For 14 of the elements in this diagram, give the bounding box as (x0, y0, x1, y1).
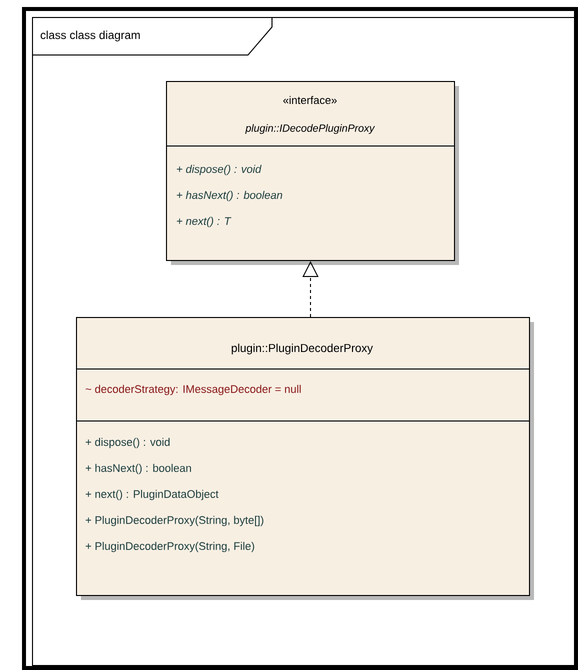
stereotype-label: «interface» (283, 96, 337, 104)
operation-text: + hasNext() : boolean (176, 190, 282, 202)
operation-text: + dispose() : void (176, 164, 262, 176)
operation-text: + next() : T (176, 216, 232, 228)
class-box (166, 81, 459, 265)
operation-text: + PluginDecoderProxy(String, File) (86, 542, 254, 552)
class-box (76, 317, 534, 600)
attribute-text: ~ decoderStrategy: IMessageDecoder = null (86, 384, 301, 396)
operation-text: + next() : PluginDataObject (86, 490, 218, 500)
interface-name: plugin::IDecodePluginProxy (245, 124, 375, 134)
operation-text: + dispose() : void (86, 438, 170, 448)
operation-text: + PluginDecoderProxy(String, byte[]) (86, 516, 264, 526)
class-name: plugin::PluginDecoderProxy (232, 344, 373, 354)
operation-text: + hasNext() : boolean (86, 464, 191, 474)
